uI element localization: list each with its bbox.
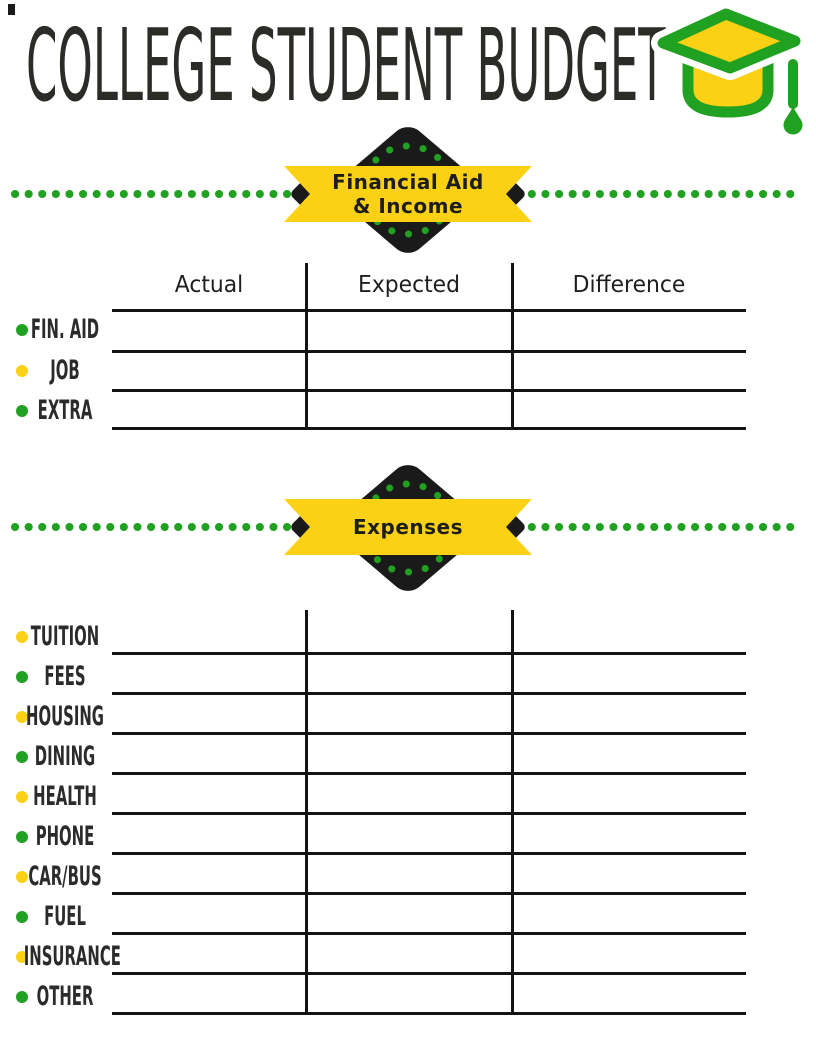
row-label-text: DINING — [34, 741, 96, 772]
bullet-icon — [16, 671, 28, 683]
bullet-icon — [16, 405, 28, 417]
table-row-line — [112, 1012, 746, 1015]
table-row-label-job: JOB — [0, 355, 120, 387]
table-row-label-dining: DINING — [0, 741, 120, 773]
table-row-line — [112, 732, 746, 735]
row-label-text: JOB — [50, 355, 80, 386]
table-row-line — [112, 972, 746, 975]
row-label-text: FUEL — [44, 901, 86, 932]
income-banner-ribbon: Financial Aid & Income — [284, 166, 532, 222]
table-row-label-phone: PHONE — [0, 821, 120, 853]
table-row-label-insurance: INSURANCE — [0, 941, 121, 973]
table-row-label-car-bus: CAR/BUS — [0, 861, 120, 893]
corner-mark — [8, 4, 15, 15]
table-row-label-housing: HOUSING — [0, 701, 120, 733]
row-label-text: EXTRA — [37, 395, 93, 426]
row-label-text: OTHER — [36, 981, 94, 1012]
bullet-icon — [16, 871, 28, 883]
table-row-line — [112, 692, 746, 695]
bullet-icon — [16, 751, 28, 763]
banner-text-line: Financial Aid — [332, 170, 484, 194]
row-label-text: TUITION — [30, 621, 100, 652]
bullet-icon — [16, 991, 28, 1003]
row-label-text: INSURANCE — [23, 941, 121, 972]
bullet-icon — [16, 831, 28, 843]
table-column-line — [511, 263, 514, 429]
bullet-icon — [16, 911, 28, 923]
row-label-text: HOUSING — [26, 701, 104, 732]
expenses-banner-ribbon: Expenses — [284, 499, 532, 555]
table-row-line — [112, 350, 746, 353]
row-label-text: FIN. AID — [30, 314, 100, 345]
table-row-label-fuel: FUEL — [0, 901, 120, 933]
table-row-line — [112, 812, 746, 815]
bullet-icon — [16, 951, 28, 963]
column-header-difference: Difference — [572, 272, 686, 298]
bullet-icon — [16, 365, 28, 377]
column-header-actual: Actual — [174, 272, 244, 298]
row-label-text: CAR/BUS — [28, 861, 102, 892]
table-row-line — [112, 427, 746, 430]
table-row-label-other: OTHER — [0, 981, 120, 1013]
row-label-text: HEALTH — [33, 781, 97, 812]
banner-text-line: Expenses — [352, 515, 464, 539]
table-row-line — [112, 932, 746, 935]
table-row-line — [112, 309, 746, 312]
bullet-icon — [16, 631, 28, 643]
table-row-label-fin-aid: FIN. AID — [0, 314, 120, 346]
graduation-cap-icon — [651, 6, 807, 135]
table-row-line — [112, 772, 746, 775]
row-label-text: FEES — [44, 661, 86, 692]
table-row-line — [112, 892, 746, 895]
row-label-text: PHONE — [35, 821, 95, 852]
table-row-line — [112, 389, 746, 392]
table-row-label-extra: EXTRA — [0, 395, 120, 427]
table-row-line — [112, 652, 746, 655]
bullet-icon — [16, 324, 28, 336]
column-header-expected: Expected — [358, 272, 460, 298]
table-row-line — [112, 852, 746, 855]
banner-text-line: & Income — [352, 194, 464, 218]
bullet-icon — [16, 791, 28, 803]
table-row-label-health: HEALTH — [0, 781, 120, 813]
page-title: COLLEGE STUDENT BUDGET — [26, 7, 666, 124]
bullet-icon — [16, 711, 28, 723]
table-row-label-fees: FEES — [0, 661, 120, 693]
table-column-line — [305, 263, 308, 429]
table-row-label-tuition: TUITION — [0, 621, 120, 653]
